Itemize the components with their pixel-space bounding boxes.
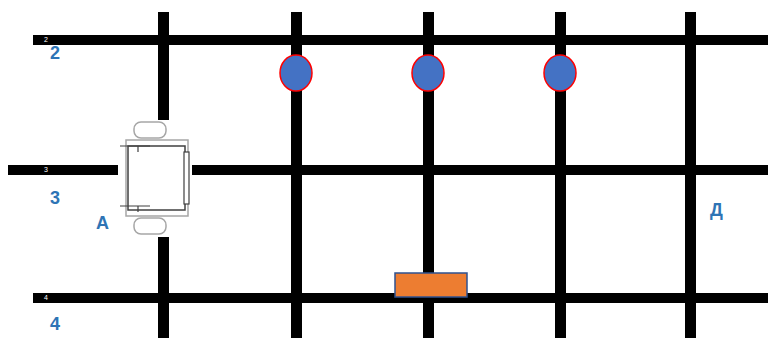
orange-block <box>395 273 467 297</box>
horizontal-line <box>33 35 768 45</box>
blue-puck <box>544 55 576 91</box>
row-label: 4 <box>50 315 60 333</box>
blue-puck <box>280 55 312 91</box>
line-number: 3 <box>44 166 48 173</box>
robot-front <box>184 152 189 204</box>
blue-pucks <box>280 55 576 91</box>
row-label: 3 <box>50 189 60 207</box>
robot-frame <box>128 146 185 210</box>
robot-background <box>118 120 192 237</box>
row-label: 2 <box>50 44 60 62</box>
blue-puck <box>412 55 444 91</box>
robot-axle <box>120 146 150 212</box>
robot-wheel <box>134 218 166 234</box>
robot <box>118 120 192 237</box>
vertical-line <box>685 12 696 338</box>
line-number: 2 <box>44 36 48 43</box>
line-number: 4 <box>44 294 48 301</box>
grid-lines <box>8 12 768 338</box>
point-label: А <box>96 214 109 232</box>
robot-wheel <box>134 122 166 138</box>
point-label: Д <box>710 201 723 219</box>
robot-body <box>126 140 188 216</box>
